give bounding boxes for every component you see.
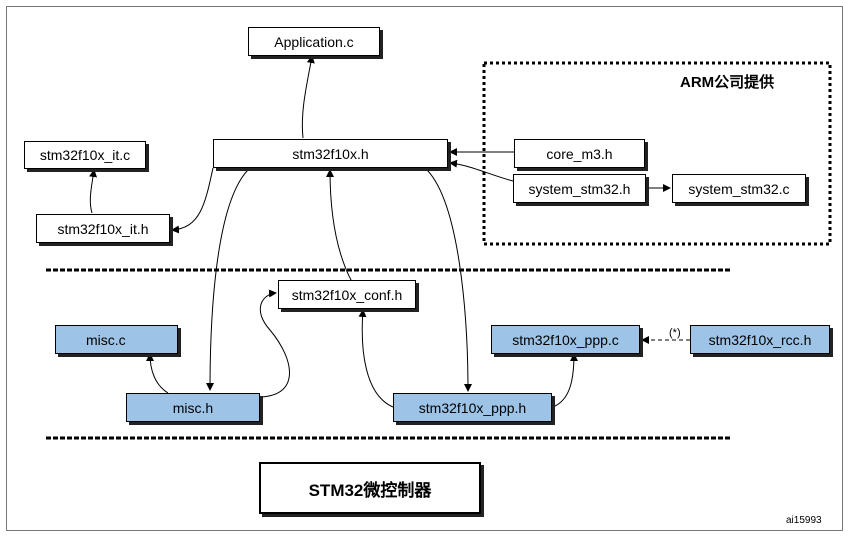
- arrow-misc-h-to-conf: [259, 289, 290, 398]
- stm32f10x-h-box: stm32f10x.h: [213, 139, 448, 168]
- stm32f10x-conf-h-box: stm32f10x_conf.h: [278, 280, 416, 309]
- system-stm32-c-box: system_stm32.c: [672, 174, 806, 203]
- diagram-frame: [6, 6, 843, 531]
- arrow-h-to-application: [301, 55, 315, 139]
- stm32f10x-rcc-h-box: stm32f10x_rcc.h: [690, 325, 830, 354]
- misc-c-box: misc.c: [55, 325, 178, 354]
- arm-group-title: ARM公司提供: [680, 74, 775, 91]
- rcc-link-label: (*): [669, 327, 681, 339]
- arrow-conf-to-h: [326, 169, 353, 283]
- system-stm32-h-box: system_stm32.h: [513, 174, 646, 203]
- misc-h-box: misc.h: [126, 393, 260, 422]
- arrow-h-to-misc-h: [206, 167, 251, 391]
- figure-id: ai15993: [786, 515, 822, 526]
- arrow-system-h-to-h: [449, 159, 514, 182]
- arrow-h-to-ppp-h: [424, 167, 472, 392]
- application-c-box: Application.c: [248, 27, 380, 56]
- arrow-ppp-h-to-c: [552, 353, 578, 408]
- core-m3-h-box: core_m3.h: [514, 139, 645, 168]
- stm32f10x-it-h-box: stm32f10x_it.h: [36, 214, 170, 243]
- arrow-ppp-h-to-conf: [358, 309, 394, 408]
- stm32f10x-ppp-c-box: stm32f10x_ppp.c: [491, 325, 640, 354]
- arrow-h-to-it-h: [171, 167, 214, 234]
- stm32f10x-it-c-box: stm32f10x_it.c: [24, 141, 146, 169]
- stm32-mcu-box: STM32微控制器: [259, 462, 481, 514]
- stm32f10x-ppp-h-box: stm32f10x_ppp.h: [393, 393, 552, 422]
- arrow-it-h-to-it-c: [89, 169, 98, 214]
- arrow-misc-h-to-c: [146, 353, 169, 394]
